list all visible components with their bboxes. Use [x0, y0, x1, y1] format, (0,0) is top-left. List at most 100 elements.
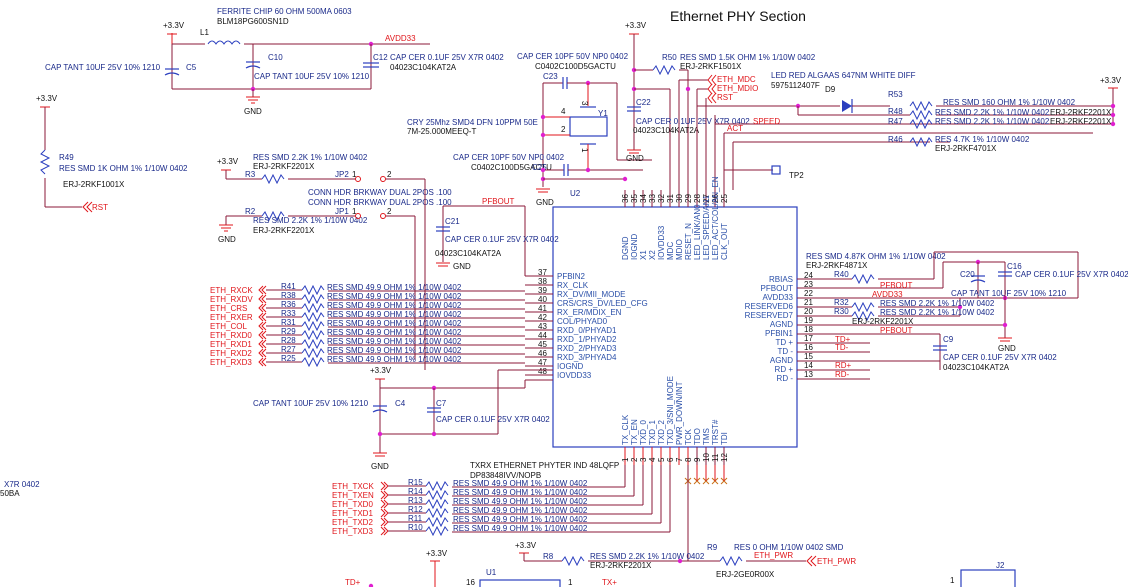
u2-pin-number: 42	[538, 313, 547, 322]
u2-pin-number: 8	[684, 457, 693, 462]
u2-pin-number: 12	[720, 453, 729, 462]
u2-body	[552, 206, 798, 448]
rst-port: RST	[717, 93, 733, 102]
y1-ref: Y1	[598, 109, 608, 118]
rx-resistor-ref: R28	[281, 336, 296, 345]
r8-r9-block: +3.3V R8 RES SMD 2.2K 1% 1/10W 0402 ERJ-…	[515, 541, 856, 579]
r9-ref: R9	[707, 543, 718, 552]
d9-desc: LED RED ALGAAS 647NM WHITE DIFF	[771, 71, 916, 80]
r40-ref: R40	[834, 270, 849, 279]
tx-net-port: ETH_TXD1	[332, 509, 373, 518]
eth-pwr-port: ETH_PWR	[817, 557, 856, 566]
rd-plus-net: RD+	[835, 361, 852, 370]
u2-bottom-pins: 1TX_CLK2TX_EN3TXD_04TXD_15TXD_26TXD_3/SN…	[621, 376, 729, 485]
r49-part: ERJ-2RKF1001X	[63, 180, 125, 189]
u2-pin-number: 6	[666, 457, 675, 462]
port-arrow-icon	[258, 339, 267, 349]
u2-pin-name: TXD_0	[639, 420, 648, 445]
j2-pin1: 1	[950, 576, 955, 585]
port-arrow-icon	[380, 526, 389, 536]
u2-pin-number: 25	[720, 194, 729, 203]
port-arrow-icon	[258, 357, 267, 367]
rx-resistor-ref: R41	[281, 282, 296, 291]
u2-pin-name: TD +	[775, 338, 793, 347]
eth-pwr-net: ETH_PWR	[754, 551, 793, 560]
gnd-label: GND	[244, 107, 262, 116]
u2-pin-name: RESET_N	[684, 223, 693, 260]
u2-pin-name: RXD_3/PHYAD4	[557, 353, 617, 362]
resistor-symbol	[301, 338, 325, 350]
c23-part: C0402C100D5GACTU	[535, 62, 616, 71]
rx-net-port: ETH_RXD3	[210, 358, 252, 367]
u2-pin-number: 21	[804, 298, 813, 307]
tx-net-port: ETH_TXD2	[332, 518, 373, 527]
port-arrow-icon	[258, 294, 267, 304]
rx-resistor-ref: R38	[281, 291, 296, 300]
c4-c7-block: +3.3V C4 CAP TANT 10UF 25V 10% 1210 C7 C…	[253, 366, 553, 471]
tp2-ref: TP2	[789, 171, 804, 180]
c20-desc: CAP TANT 10UF 25V 10% 1210	[951, 289, 1067, 298]
rx-resistor-desc: RES SMD 49.9 OHM 1% 1/10W 0402	[327, 355, 462, 364]
c21-ref: C21	[445, 217, 460, 226]
mdio-block: +3.3V R50 RES SMD 1.5K OHM 1% 1/10W 0402…	[625, 21, 1093, 190]
c9-desc: CAP CER 0.1UF 25V X7R 0402	[943, 353, 1057, 362]
r9-part: ERJ-2GE0R00X	[716, 570, 775, 579]
rx-net-port: ETH_RXDV	[210, 295, 253, 304]
u2-pin-number: 4	[648, 457, 657, 462]
tx-net-port: ETH_TXCK	[332, 482, 374, 491]
port-arrow-icon	[380, 517, 389, 527]
tx-plus-u1: TX+	[602, 578, 617, 587]
u2-pin-name: LED_ACT/COL/AN_EN	[711, 176, 720, 260]
u2-pin-number: 15	[804, 352, 813, 361]
power-filter-block: +3.3V L1 FERRITE CHIP 60 OHM 500MA 0603 …	[45, 7, 504, 116]
c20-ref: C20	[960, 270, 975, 279]
gnd-label: GND	[626, 154, 644, 163]
u2-pin-name: RXD_1/PHYAD2	[557, 335, 617, 344]
rx-resistor-desc: RES SMD 49.9 OHM 1% 1/10W 0402	[327, 328, 462, 337]
power-label: +3.3V	[36, 94, 58, 103]
u2-part: DP83848IVV/NOPB	[470, 471, 541, 480]
u2-pin-name: RXD_0/PHYAD1	[557, 326, 617, 335]
j2-body	[960, 569, 1016, 587]
u2-pin-number: 36	[621, 194, 630, 203]
power-label: +3.3V	[625, 21, 647, 30]
u2-pin-number: 3	[639, 457, 648, 462]
jp2-pin1: 1	[352, 170, 357, 179]
tx-resistor-ref: R13	[408, 496, 423, 505]
y1-part: 7M-25.000MEEQ-T	[407, 127, 476, 136]
c10-desc: CAP TANT 10UF 25V 10% 1210	[254, 72, 370, 81]
r2-desc: RES SMD 2.2K 1% 1/10W 0402	[253, 216, 368, 225]
power-label: +3.3V	[426, 549, 448, 558]
c23-desc: CAP CER 10PF 50V NP0 0402	[517, 52, 629, 61]
u1-ref: U1	[486, 568, 497, 577]
tx-net-port: ETH_TXD3	[332, 527, 373, 536]
r8-part: ERJ-2RKF2201X	[590, 561, 652, 570]
u2-pin-name: CLK_OUT	[720, 223, 729, 260]
u2-pin-name: AVDD33	[762, 293, 793, 302]
u2-pin-name: MDC	[666, 242, 675, 260]
u2-pin-number: 27	[702, 194, 711, 203]
r32-ref: R32	[834, 298, 849, 307]
c16-ref: C16	[1007, 262, 1022, 271]
rx-resistor-desc: RES SMD 49.9 OHM 1% 1/10W 0402	[327, 292, 462, 301]
r46-ref: R46	[888, 135, 903, 144]
u2-pin-name: TXD_2	[657, 420, 666, 445]
rx-net-port: ETH_CRS	[210, 304, 247, 313]
test-point-tp2[interactable]	[771, 165, 781, 175]
port-arrow-icon	[380, 499, 389, 509]
u2-pin-number: 23	[804, 280, 813, 289]
u2-right-pins: 24RBIAS23PFBOUT22AVDD3321RESERVED620RESE…	[745, 271, 814, 383]
rx-net-port: ETH_RXD1	[210, 340, 252, 349]
jp1-pin2: 2	[387, 207, 392, 216]
resistor-symbol	[301, 311, 325, 323]
tx-resistor-ref: R14	[408, 487, 423, 496]
tx-net-port: ETH_TXD0	[332, 500, 373, 509]
rx-resistor-ref: R36	[281, 300, 296, 309]
c25-ref: C25	[532, 163, 547, 172]
